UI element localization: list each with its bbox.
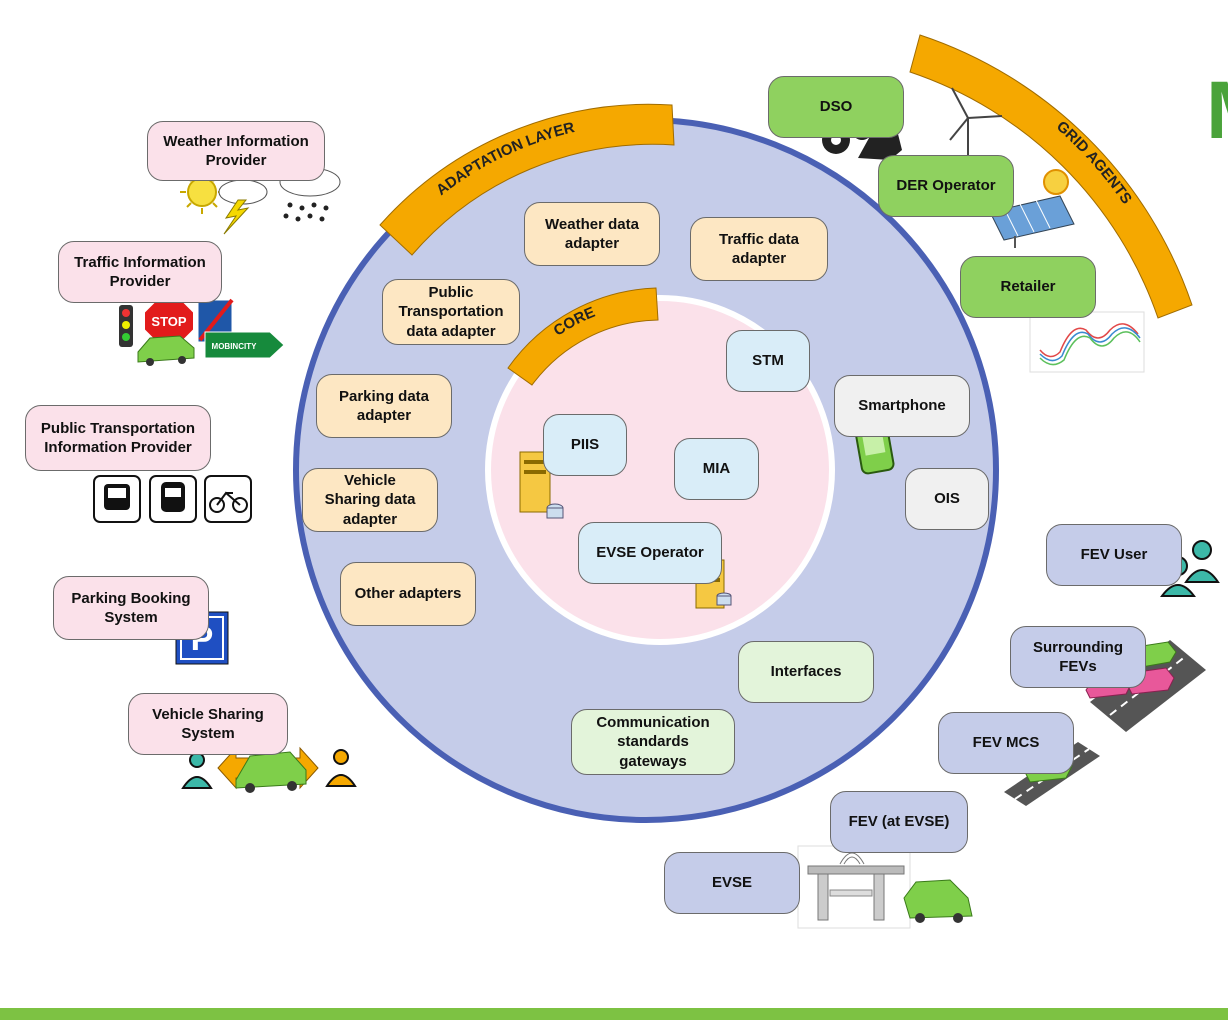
public-transportation-data-adapter[interactable]: Public Transportation data adapter — [382, 279, 520, 345]
vehicle-sharing-system[interactable]: Vehicle Sharing System — [128, 693, 288, 755]
fev-user-node[interactable]: FEV User — [1046, 524, 1182, 586]
retailer-node[interactable]: Retailer — [960, 256, 1096, 318]
parking-booking-system[interactable]: Parking Booking System — [53, 576, 209, 640]
svg-text:STOP: STOP — [151, 314, 186, 329]
footer-bar — [0, 1008, 1228, 1020]
car-icon — [137, 335, 195, 366]
core-arc — [507, 287, 659, 386]
traffic-data-adapter[interactable]: Traffic data adapter — [690, 217, 828, 281]
evse-operator-node[interactable]: EVSE Operator — [578, 522, 722, 584]
road-sign-icon: MOBINCITY — [197, 298, 285, 359]
bicycle-icon — [204, 475, 252, 523]
other-adapters[interactable]: Other adapters — [340, 562, 476, 626]
weather-data-adapter[interactable]: Weather data adapter — [524, 202, 660, 266]
surrounding-fevs-node[interactable]: Surrounding FEVs — [1010, 626, 1146, 688]
traffic-light-icon — [119, 305, 133, 347]
svg-text:MOBINCITY: MOBINCITY — [212, 342, 258, 351]
stm-node[interactable]: STM — [726, 330, 810, 392]
adaptation-layer-arc — [379, 103, 675, 256]
der-operator-node[interactable]: DER Operator — [878, 155, 1014, 217]
vehicle-sharing-data-adapter[interactable]: Vehicle Sharing data adapter — [302, 468, 438, 532]
stop-sign-icon: STOP — [143, 297, 195, 345]
charging-station-icon — [797, 845, 911, 929]
fev-at-evse-node[interactable]: FEV (at EVSE) — [830, 791, 968, 853]
parking-data-adapter[interactable]: Parking data adapter — [316, 374, 452, 438]
solar-panel-icon — [989, 169, 1075, 248]
dso-node[interactable]: DSO — [768, 76, 904, 138]
interfaces-node[interactable]: Interfaces — [738, 641, 874, 703]
server-icon — [519, 451, 564, 519]
public-transportation-information-provider[interactable]: Public Transportation Information Provid… — [25, 405, 211, 471]
fev-mcs-node[interactable]: FEV MCS — [938, 712, 1074, 774]
traffic-information-provider[interactable]: Traffic Information Provider — [58, 241, 222, 303]
page-title-fragment: M — [1206, 70, 1228, 152]
grid-agents-arc — [909, 34, 1193, 319]
weather-information-provider[interactable]: Weather Information Provider — [147, 121, 325, 181]
vehicle-sharing-icon — [181, 746, 357, 793]
car-icon — [903, 879, 973, 923]
evse-node[interactable]: EVSE — [664, 852, 800, 914]
bus-icon — [93, 475, 141, 523]
ois-node[interactable]: OIS — [905, 468, 989, 530]
smartphone-node[interactable]: Smartphone — [834, 375, 970, 437]
price-curve-icon — [1029, 311, 1145, 373]
piis-node[interactable]: PIIS — [543, 414, 627, 476]
communication-gateways-node[interactable]: Communication standards gateways — [571, 709, 735, 775]
mia-node[interactable]: MIA — [674, 438, 759, 500]
train-icon — [149, 475, 197, 523]
